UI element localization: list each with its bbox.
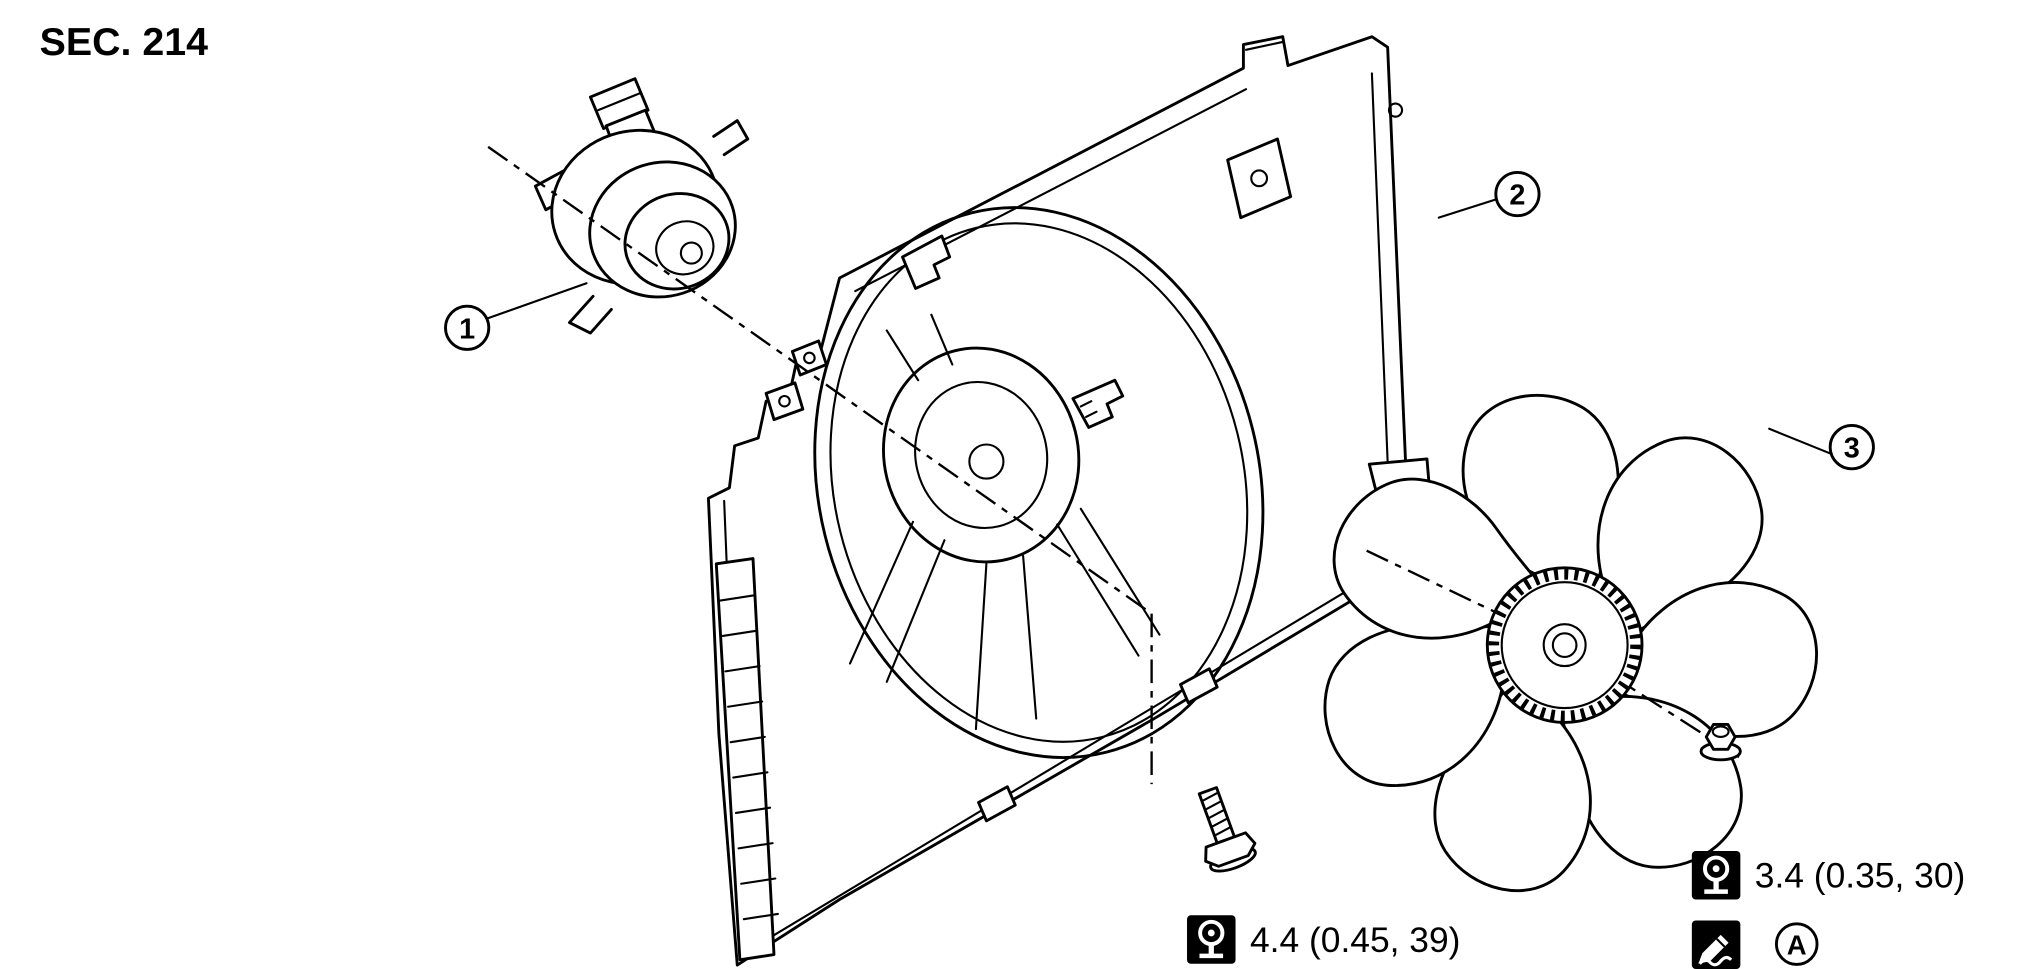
callout-1-number: 1 — [459, 313, 475, 345]
torque-wrench-icon — [1692, 851, 1741, 900]
fan-hub-drawing — [1485, 566, 1644, 724]
callout-3-number: 3 — [1844, 433, 1860, 465]
callout-2: 2 — [1437, 170, 1541, 219]
fan-shroud-drawing — [706, 35, 1432, 967]
callout-1: 1 — [444, 282, 588, 351]
torque-spec-nut: 3.4 (0.35, 30) — [1692, 851, 1965, 900]
sealant-letter-circle — [1774, 922, 1819, 966]
torque-spec-bolt-value: 4.4 (0.45, 39) — [1250, 920, 1461, 960]
torque-spec-nut-value: 3.4 (0.35, 30) — [1755, 856, 1966, 896]
callout-2-number: 2 — [1509, 180, 1525, 212]
fan-motor-drawing — [533, 77, 750, 335]
sealant-letter: A — [1787, 930, 1807, 961]
sealant-note: A — [1691, 920, 1819, 969]
section-title: SEC. 214 — [40, 20, 208, 64]
callout-3: 3 — [1768, 424, 1875, 471]
torque-spec-bolt: 4.4 (0.45, 39) — [1187, 915, 1460, 964]
flange-nut-drawing — [1699, 723, 1742, 762]
mounting-bolt-drawing — [1197, 786, 1257, 873]
torque-wrench-icon — [1187, 915, 1236, 964]
sealant-applicator-icon — [1691, 920, 1741, 969]
